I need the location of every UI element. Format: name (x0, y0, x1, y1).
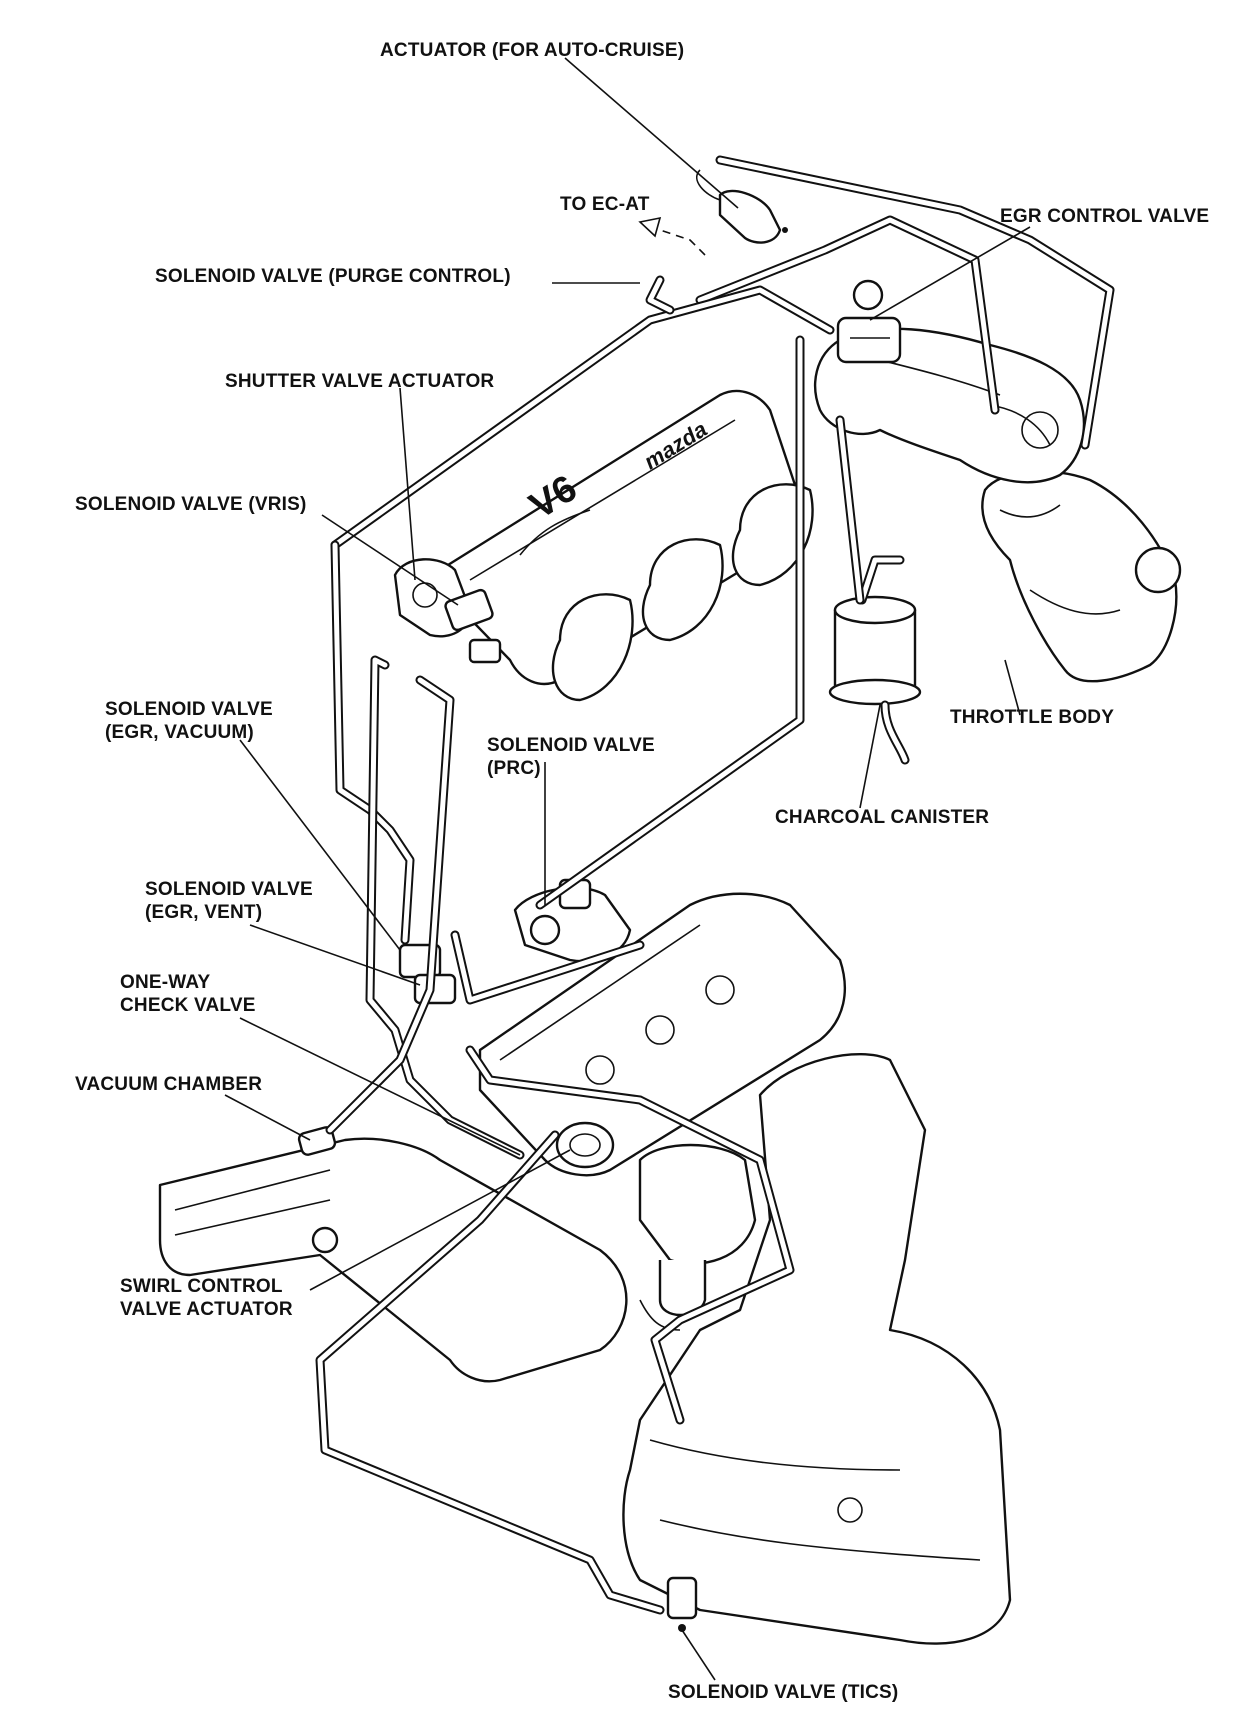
label-swirl-line2: VALVE ACTUATOR (120, 1299, 293, 1320)
label-vacuum-chamber: VACUUM CHAMBER (75, 1074, 262, 1095)
distributor (638, 1143, 757, 1331)
charcoal-canister (828, 555, 922, 765)
intake-manifold: V6 mazda (446, 389, 814, 702)
label-charcoal-canister: CHARCOAL CANISTER (775, 807, 989, 828)
label-solenoid-purge-control: SOLENOID VALVE (PURGE CONTROL) (155, 266, 511, 287)
label-solenoid-prc-line1: SOLENOID VALVE (487, 735, 655, 756)
label-one-way-line2: CHECK VALVE (120, 995, 256, 1016)
intake-plenum (813, 327, 1086, 484)
auto-cruise-actuator (696, 169, 788, 244)
swirl-control-valve-actuator (555, 1121, 615, 1169)
leader-lines (224, 57, 1031, 1681)
label-solenoid-tics: SOLENOID VALVE (TICS) (668, 1682, 898, 1703)
vacuum-chamber (297, 1126, 337, 1156)
label-egr-control-valve: EGR CONTROL VALVE (1000, 206, 1209, 227)
solenoid-valve-prc (513, 878, 632, 963)
to-ec-at-arrow (638, 216, 706, 256)
label-solenoid-prc-line2: (PRC) (487, 758, 541, 779)
label-solenoid-egr-vacuum-line2: (EGR, VACUUM) (105, 722, 254, 743)
label-solenoid-egr-vent-line2: (EGR, VENT) (145, 902, 262, 923)
solenoid-valve-tics (666, 1576, 698, 1632)
egr-control-valve (836, 279, 902, 364)
label-solenoid-vris: SOLENOID VALVE (VRIS) (75, 494, 307, 515)
label-to-ec-at: TO EC-AT (560, 194, 650, 215)
lower-intake-manifold (158, 1137, 628, 1383)
label-solenoid-egr-vent-line1: SOLENOID VALVE (145, 879, 313, 900)
label-swirl-line1: SWIRL CONTROL (120, 1276, 283, 1297)
label-actuator-auto-cruise: ACTUATOR (FOR AUTO-CRUISE) (380, 40, 684, 61)
vacuum-hoses (315, 155, 1115, 1615)
engine-block (622, 1053, 1012, 1645)
throttle-body (981, 470, 1182, 683)
cylinder-head (478, 892, 847, 1177)
solenoid-valve-vris (444, 588, 502, 664)
label-shutter-valve-actuator: SHUTTER VALVE ACTUATOR (225, 371, 494, 392)
label-throttle-body: THROTTLE BODY (950, 707, 1114, 728)
label-solenoid-egr-vacuum-line1: SOLENOID VALVE (105, 699, 273, 720)
label-one-way-line1: ONE-WAY (120, 972, 211, 993)
